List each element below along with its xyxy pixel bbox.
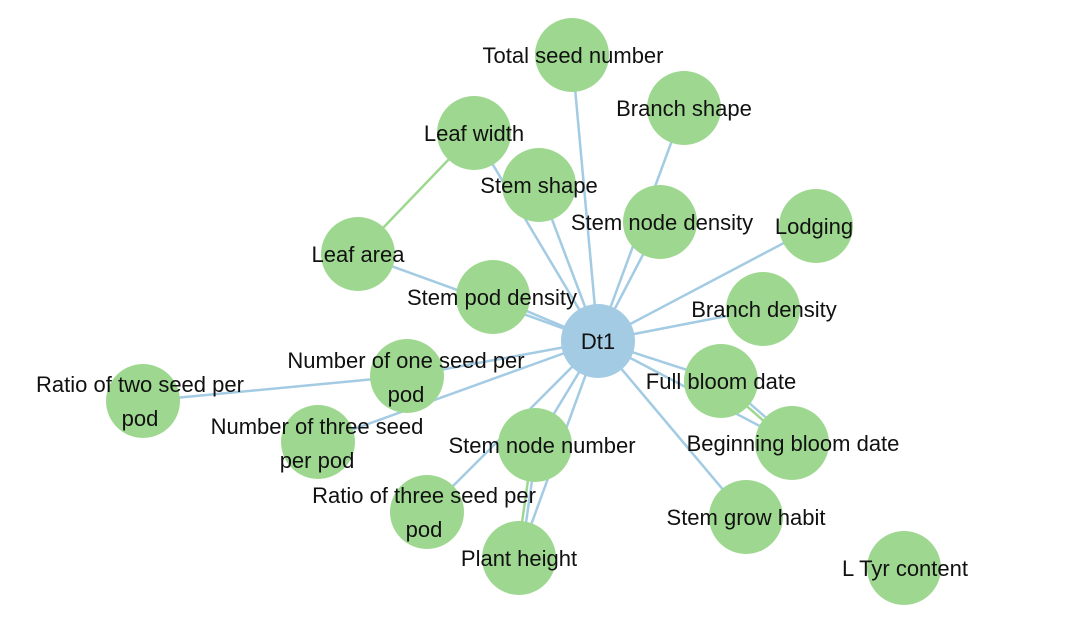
node-label-ratio-three-seed-line-2: pod — [406, 517, 443, 542]
node-stem-pod-density — [456, 260, 530, 334]
node-three-seed — [281, 405, 355, 479]
node-label-total-seed-number: Total seed number — [483, 43, 664, 68]
node-leaf-width — [437, 96, 511, 170]
node-label-stem-grow-habit: Stem grow habit — [667, 505, 826, 530]
node-lodging — [779, 189, 853, 263]
node-stem-grow-habit — [709, 480, 783, 554]
edge-dt1-to-three-seed — [317, 339, 599, 444]
edge-dt1-to-leaf-width — [472, 132, 600, 342]
node-label-stem-shape: Stem shape — [480, 173, 597, 198]
node-total-seed-number — [535, 18, 609, 92]
node-dt1 — [561, 304, 635, 378]
node-l-tyr-content — [867, 531, 941, 605]
node-label-stem-node-density: Stem node density — [571, 210, 753, 235]
node-label-ratio-three-seed-line-1: Ratio of three seed per — [312, 483, 536, 508]
node-leaf-area — [321, 217, 395, 291]
node-label-ratio-two-seed-line-1: Ratio of two seed per — [36, 372, 244, 397]
node-label-ratio-two-seed-line-2: pod — [122, 406, 159, 431]
node-label-branch-shape: Branch shape — [616, 96, 752, 121]
node-label-one-seed-per-pod-line-2: pod — [388, 382, 425, 407]
node-label-stem-node-number: Stem node number — [448, 433, 635, 458]
node-label-l-tyr-content: L Tyr content — [842, 556, 968, 581]
edge-dt1-to-stem-grow-habit — [597, 340, 747, 518]
node-stem-node-density — [623, 185, 697, 259]
node-one-seed-per-pod — [370, 339, 444, 413]
edge-ratio-two-seed-to-one-seed-per-pod — [142, 374, 408, 403]
node-beginning-bloom-date — [755, 406, 829, 480]
node-label-plant-height: Plant height — [461, 546, 577, 571]
node-label-one-seed-per-pod-line-1: Number of one seed per — [287, 348, 524, 373]
node-ratio-three-seed — [390, 475, 464, 549]
node-ratio-two-seed — [106, 364, 180, 438]
node-label-three-seed-line-2: per pod — [280, 448, 355, 473]
node-plant-height — [482, 521, 556, 595]
node-label-beginning-bloom-date: Beginning bloom date — [687, 431, 900, 456]
node-label-full-bloom-date: Full bloom date — [646, 369, 796, 394]
nodes-layer — [106, 18, 941, 605]
node-full-bloom-date — [684, 344, 758, 418]
node-branch-shape — [647, 71, 721, 145]
edge-dt1-to-total-seed-number — [570, 54, 600, 342]
node-label-branch-density: Branch density — [691, 297, 837, 322]
node-label-dt1: Dt1 — [581, 329, 615, 354]
node-label-leaf-width: Leaf width — [424, 121, 524, 146]
node-label-stem-pod-density: Stem pod density — [407, 285, 577, 310]
node-branch-density — [726, 272, 800, 346]
node-stem-node-number — [498, 408, 572, 482]
node-label-three-seed-line-1: Number of three seed — [211, 414, 424, 439]
node-stem-shape — [502, 148, 576, 222]
node-label-lodging: Lodging — [775, 214, 853, 239]
edge-dt1-to-lodging — [597, 224, 817, 343]
node-label-leaf-area: Leaf area — [312, 242, 406, 267]
